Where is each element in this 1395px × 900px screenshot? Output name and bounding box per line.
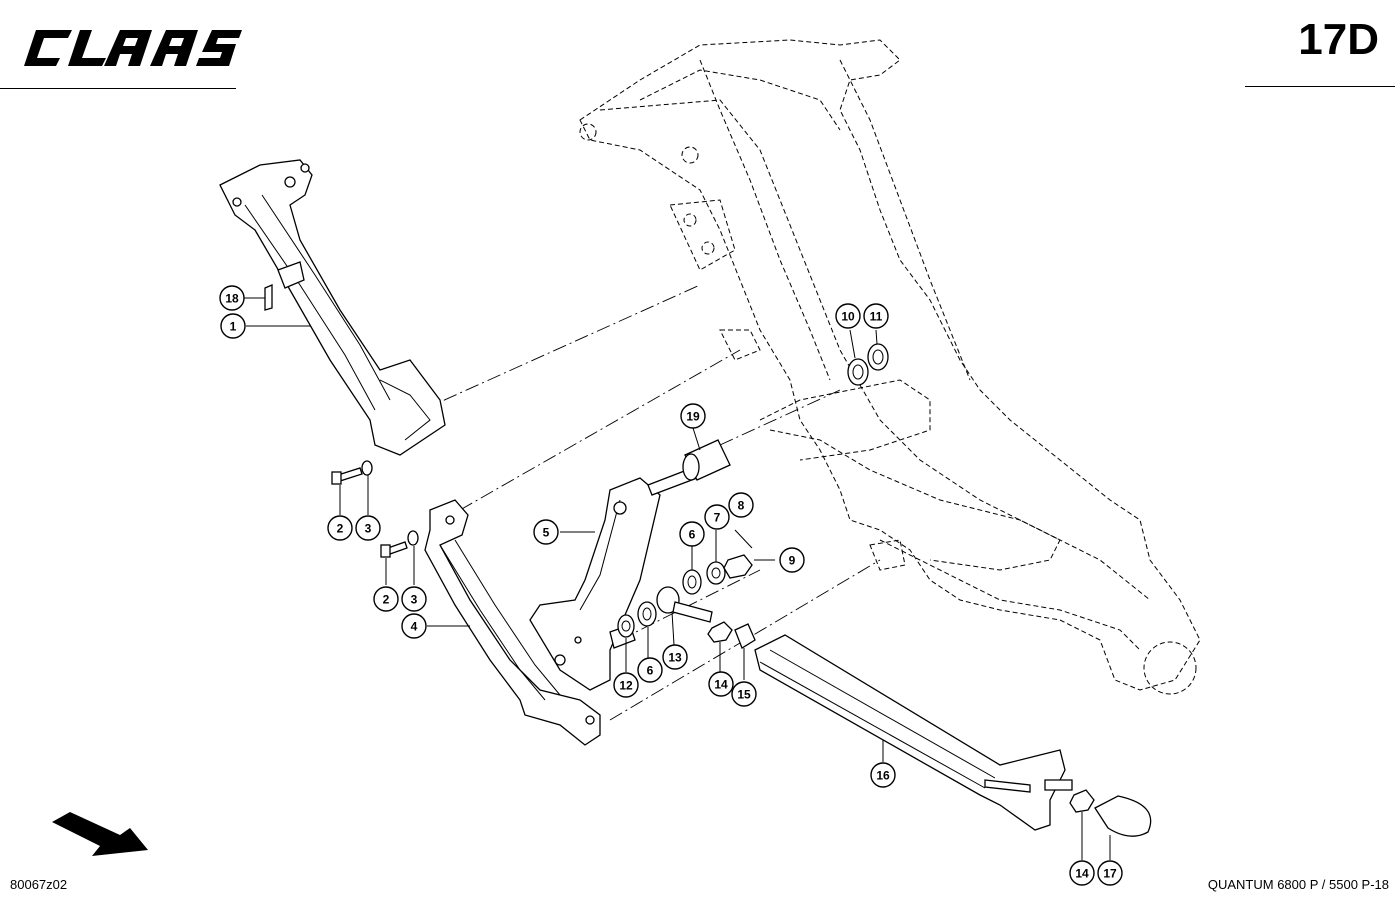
logo-letter-a1 (104, 30, 152, 66)
callout-circle (662, 644, 688, 670)
callout-leaders (244, 297, 595, 627)
callout-number: 1 (230, 320, 237, 334)
callout-11: 11 (863, 303, 889, 329)
callout-circle (863, 303, 889, 329)
part-4-lower-strut (424, 499, 601, 746)
callout-circle (680, 403, 706, 429)
drawing-code: 80067z02 (10, 877, 68, 892)
callout-number: 15 (737, 688, 751, 702)
callout-number: 17 (1103, 867, 1117, 881)
callout-circle (728, 492, 754, 518)
callout-circle (835, 303, 861, 329)
callout-circle (637, 657, 663, 683)
parts-14-17-nut-cap (1069, 789, 1152, 860)
header-rule-left (0, 88, 236, 89)
callout-number: 6 (689, 528, 696, 542)
callout-number: 2 (383, 593, 390, 607)
part-18-clip (264, 284, 273, 311)
callout-19: 19 (680, 403, 706, 429)
callout-circle (870, 762, 896, 788)
callout-14: 14 (1069, 860, 1095, 886)
callout-number: 18 (225, 292, 239, 306)
parts-2-3-bolt-washer-upper (331, 460, 373, 515)
callout-14: 14 (708, 671, 734, 697)
callout-8: 8 (728, 492, 754, 518)
logo-letter-l (68, 30, 106, 66)
travel-direction-arrow-icon (52, 812, 148, 856)
callout-circle (355, 515, 381, 541)
callout-number: 12 (619, 679, 633, 693)
callout-17: 17 (1097, 860, 1123, 886)
callout-circle (220, 313, 246, 339)
callout-12: 12 (613, 672, 639, 698)
callout-circle (373, 586, 399, 612)
callout-number: 13 (668, 651, 682, 665)
callout-number: 3 (411, 593, 418, 607)
callout-1: 1 (220, 313, 246, 339)
callout-circle (327, 515, 353, 541)
callout-number: 10 (841, 310, 855, 324)
callout-number: 9 (789, 554, 796, 568)
part-1-upper-bracket (219, 159, 446, 456)
logo-letter-s (196, 30, 242, 66)
header-rule-right (1245, 86, 1395, 87)
callout-circle (401, 613, 427, 639)
callout-5: 5 (533, 519, 559, 545)
callout-16: 16 (870, 762, 896, 788)
callout-4: 4 (401, 613, 427, 639)
callout-number: 11 (870, 310, 883, 324)
parts-6-7-8-9-hardware-upper (682, 529, 775, 595)
machine-frame-outline (579, 39, 1201, 695)
callout-number: 19 (686, 410, 700, 424)
callout-15: 15 (731, 681, 757, 707)
callout-18: 18 (219, 285, 245, 311)
callout-number: 3 (365, 522, 372, 536)
parts-10-11-rings (847, 329, 889, 386)
callout-2: 2 (373, 586, 399, 612)
callout-6: 6 (637, 657, 663, 683)
callout-circle (219, 285, 245, 311)
callout-circle (1097, 860, 1123, 886)
callout-circle (401, 586, 427, 612)
part-19-bushing (682, 427, 731, 481)
callout-circle (1069, 860, 1095, 886)
callout-number: 14 (714, 678, 728, 692)
callout-number: 2 (337, 522, 344, 536)
claas-logo (22, 24, 242, 72)
brand-logo-icon (24, 30, 242, 66)
callout-circle (708, 671, 734, 697)
callout-number: 7 (714, 511, 721, 525)
callout-circle (779, 547, 805, 573)
model-designation: QUANTUM 6800 P / 5500 P-18 (1207, 877, 1389, 892)
logo-letter-a2 (150, 30, 198, 66)
callout-3: 3 (355, 515, 381, 541)
callout-circle (613, 672, 639, 698)
callout-circle (731, 681, 757, 707)
callout-circle (704, 504, 730, 530)
parts-12-6-13-14-15-hardware-lower (617, 586, 756, 680)
callout-7: 7 (704, 504, 730, 530)
callout-number: 8 (738, 499, 745, 513)
callout-number: 5 (543, 526, 550, 540)
callout-number: 14 (1075, 867, 1089, 881)
callout-2: 2 (327, 515, 353, 541)
callout-number: 4 (411, 620, 418, 634)
callout-6: 6 (679, 521, 705, 547)
part-16-support-bar (754, 634, 1073, 831)
parts-2-3-bolt-washer-lower (380, 530, 419, 585)
callout-10: 10 (835, 303, 861, 329)
callout-13: 13 (662, 644, 688, 670)
callout-circle (533, 519, 559, 545)
callout-circle (679, 521, 705, 547)
callout-9: 9 (779, 547, 805, 573)
callout-3: 3 (401, 586, 427, 612)
callout-number: 6 (647, 664, 654, 678)
page-number: 17D (1298, 15, 1379, 64)
callout-number: 16 (876, 769, 890, 783)
logo-letter-c (24, 30, 72, 66)
